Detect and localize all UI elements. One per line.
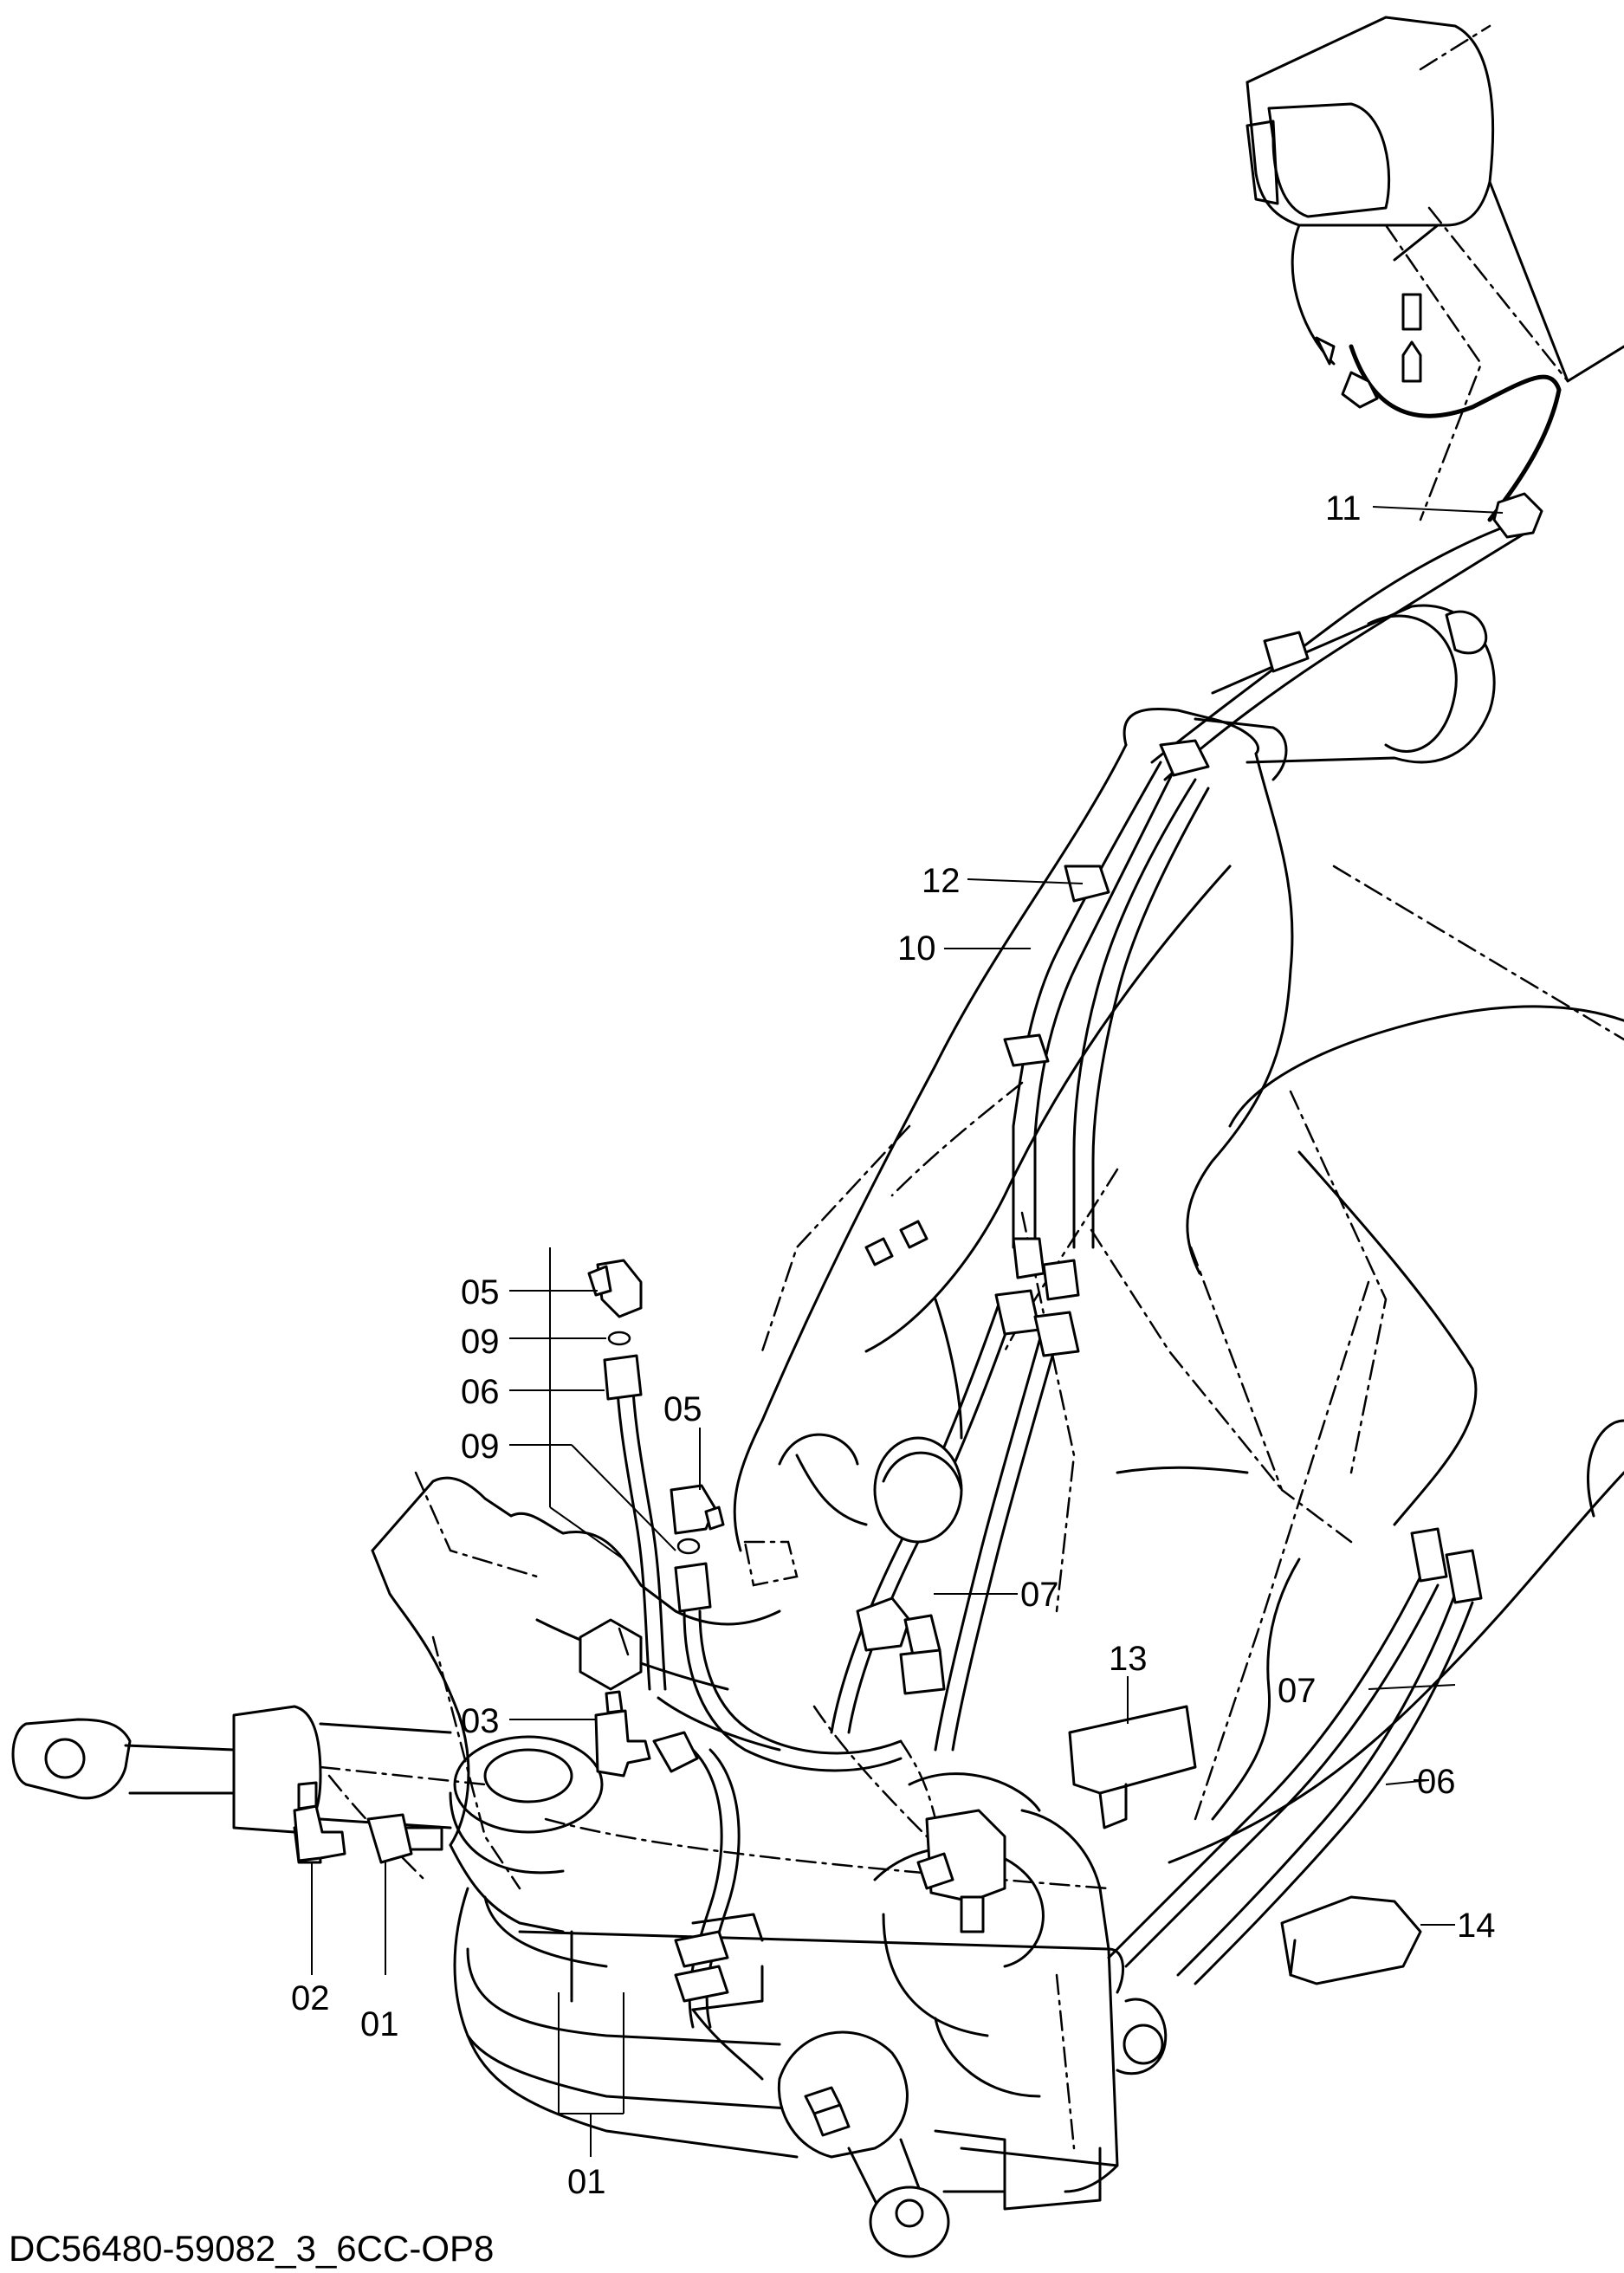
- fittings: [293, 293, 1543, 2258]
- callout-07-center: 07: [1020, 1576, 1059, 1614]
- drawing-code: DC56480-59082_3_6CC-OP8: [9, 2228, 495, 2269]
- callout-05-upper: 05: [461, 1273, 500, 1311]
- callout-07-right: 07: [1278, 1672, 1317, 1710]
- callout-09-upper: 09: [461, 1323, 500, 1361]
- hose-routing: [615, 223, 1562, 2029]
- callout-10: 10: [897, 929, 936, 968]
- callout-06-right: 06: [1417, 1763, 1456, 1801]
- callout-01-bottom: 01: [567, 2163, 606, 2201]
- base-frame: [327, 1471, 1168, 2211]
- callout-13: 13: [1109, 1640, 1148, 1678]
- callout-01-left: 01: [360, 2005, 399, 2043]
- callout-03: 03: [461, 1702, 500, 1740]
- callout-09-lower: 09: [461, 1428, 500, 1466]
- left-cylinder: [11, 1705, 487, 1864]
- callout-11: 11: [1325, 489, 1362, 528]
- callout-labels: 11 12 10 05 09 06 05 09 07 03 13 07 06 1…: [291, 489, 1496, 2201]
- callout-14: 14: [1457, 1907, 1496, 1945]
- arm-structure: [733, 16, 1624, 1864]
- leader-lines: [311, 506, 1504, 2157]
- callout-02: 02: [291, 1979, 330, 2017]
- callout-05-lower: 05: [663, 1390, 702, 1428]
- callout-12: 12: [922, 862, 961, 900]
- callout-06-upper: 06: [461, 1373, 500, 1411]
